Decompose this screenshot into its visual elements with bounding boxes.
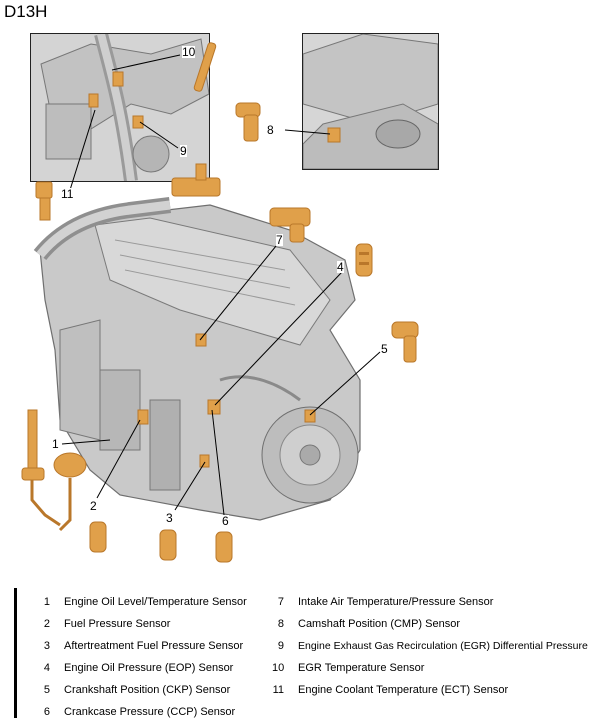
- callout-6: 6: [222, 514, 229, 528]
- legend-divider: [14, 588, 17, 718]
- fuel-pressure-sensor-icon: [89, 521, 107, 553]
- legend-number: 11: [272, 684, 284, 696]
- inset-camshaft-area: [302, 33, 439, 170]
- legend-label: Camshaft Position (CMP) Sensor: [298, 618, 460, 630]
- oil-level-sensor-icon: [21, 409, 87, 532]
- legend-number: 9: [277, 640, 284, 652]
- legend-label: Engine Coolant Temperature (ECT) Sensor: [298, 684, 509, 696]
- callout-2: 2: [90, 499, 97, 513]
- ccp-sensor-icon: [215, 531, 233, 563]
- aftertreatment-fuel-pressure-sensor-icon: [159, 529, 177, 561]
- legend-label: Engine Oil Pressure (EOP) Sensor: [64, 662, 234, 674]
- legend-label: Engine Oil Level/Temperature Sensor: [64, 596, 247, 608]
- legend-label: Intake Air Temperature/Pressure Sensor: [298, 596, 494, 608]
- callout-8: 8: [267, 123, 274, 137]
- inset-left-drawing: [31, 34, 209, 181]
- inset-right-drawing: [303, 34, 438, 169]
- callout-11: 11: [61, 187, 74, 201]
- legend-number: 7: [277, 596, 284, 608]
- legend-number: 3: [43, 640, 50, 652]
- legend-label: Fuel Pressure Sensor: [64, 618, 171, 630]
- legend-label: Engine Exhaust Gas Recirculation (EGR) D…: [298, 640, 588, 652]
- callout-4: 4: [337, 260, 344, 274]
- callout-7: 7: [276, 233, 283, 247]
- callout-9: 9: [180, 144, 187, 158]
- callout-10: 10: [182, 45, 196, 59]
- legend-number: 4: [43, 662, 50, 674]
- diagram-title: D13H: [4, 2, 48, 21]
- intake-air-sensor-icon: [269, 207, 311, 243]
- egr-differential-pressure-sensor-icon: [171, 163, 221, 197]
- ect-sensor-icon: [35, 181, 53, 221]
- eop-sensor-icon: [355, 243, 373, 277]
- legend-number: 8: [277, 618, 284, 630]
- ckp-sensor-icon: [391, 321, 419, 363]
- legend-number: 5: [43, 684, 50, 696]
- cmp-sensor-icon: [235, 102, 261, 142]
- engine-sensor-diagram: [21, 42, 419, 563]
- legend-label: Crankshaft Position (CKP) Sensor: [64, 684, 231, 696]
- callout-1: 1: [52, 437, 59, 451]
- legend-number: 2: [43, 618, 50, 630]
- inset-egr-area: [30, 33, 210, 182]
- legend-label: EGR Temperature Sensor: [298, 662, 425, 674]
- callout-3: 3: [166, 511, 173, 525]
- legend-number: 10: [272, 662, 285, 674]
- legend-label: Aftertreatment Fuel Pressure Sensor: [64, 640, 244, 652]
- egr-temperature-sensor-icon: [193, 42, 217, 92]
- leader-lines: [61, 54, 381, 516]
- legend-number: 1: [43, 596, 50, 608]
- callout-5: 5: [381, 342, 388, 356]
- legend-number: 6: [43, 706, 50, 718]
- legend-label: Crankcase Pressure (CCP) Sensor: [64, 706, 236, 718]
- engine-illustration: [33, 197, 361, 521]
